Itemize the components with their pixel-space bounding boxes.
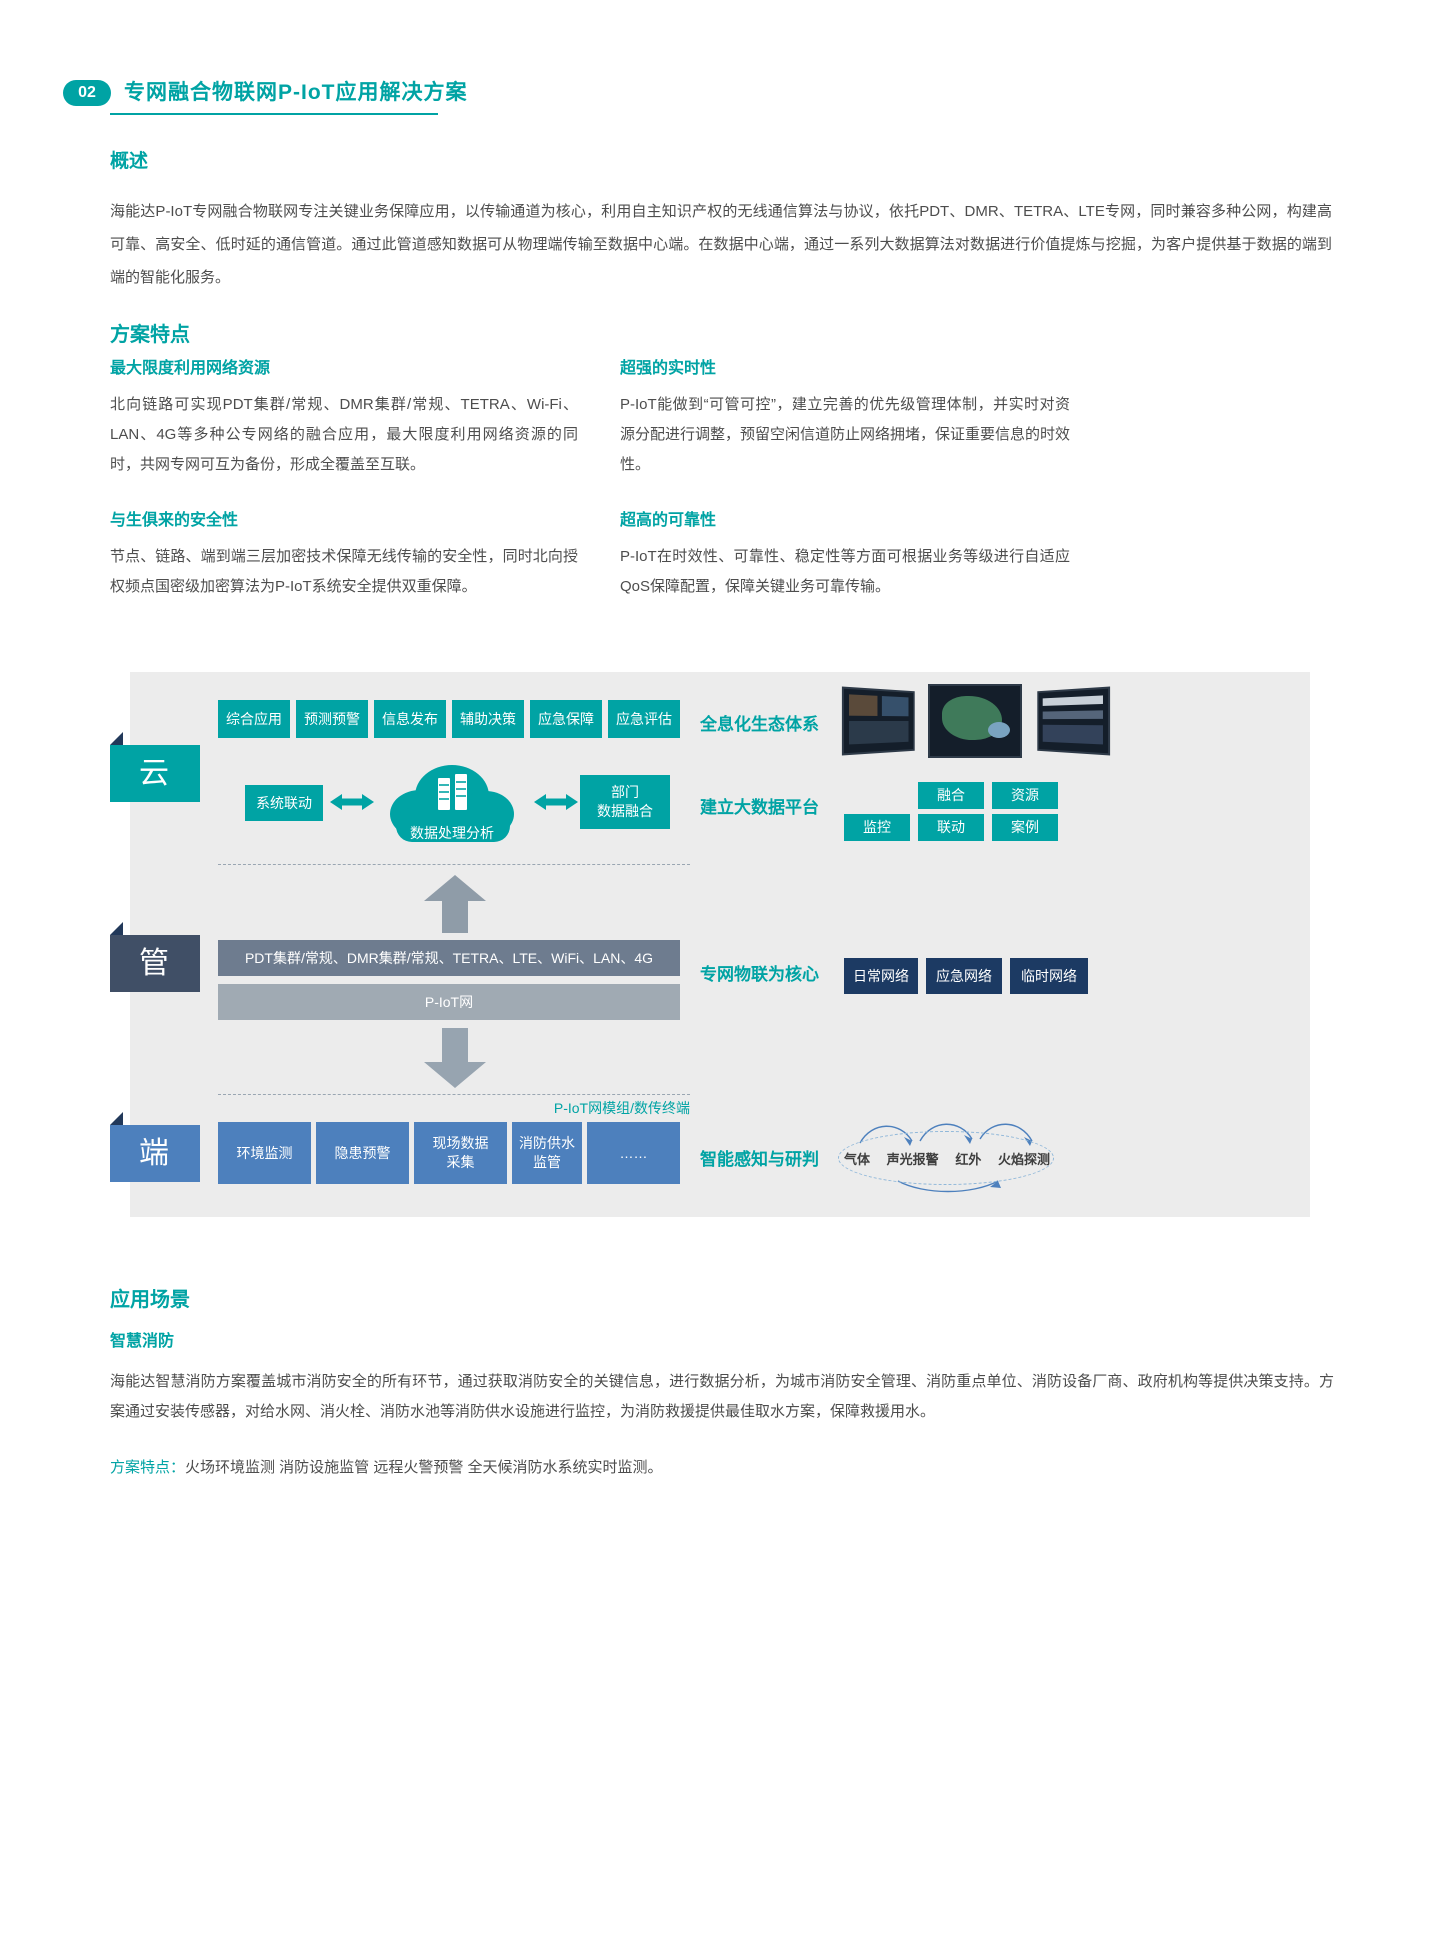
core-network-label: 专网物联为核心 <box>700 965 819 984</box>
network-protocols-bar: PDT集群/常规、DMR集群/常规、TETRA、LTE、WiFi、LAN、4G <box>218 940 680 976</box>
data-processing-label: 数据处理分析 <box>410 825 494 841</box>
feature-security: 与生俱来的安全性 节点、链路、端到端三层加密技术保障无线传输的安全性，同时北向授… <box>110 506 578 602</box>
sensor-label: 火焰探测 <box>997 1152 1050 1167</box>
cloud-app-box: 信息发布 <box>374 700 446 738</box>
monitor-screens <box>840 680 1112 764</box>
layer-divider <box>218 864 690 865</box>
network-type-box: 日常网络 <box>844 958 918 994</box>
cloud-shape <box>390 765 514 842</box>
feature-title: 超强的实时性 <box>620 360 717 377</box>
cloud-app-box: 综合应用 <box>218 700 290 738</box>
page-title: 专网融合物联网P-IoT应用解决方案 <box>124 81 468 104</box>
cloud-app-box: 辅助决策 <box>452 700 524 738</box>
scenario-feature-text: 火场环境监测 消防设施监管 远程火警预警 全天候消防水系统实时监测。 <box>185 1459 663 1476</box>
network-type-box: 临时网络 <box>1010 958 1088 994</box>
dept-data-fusion-box: 部门 数据融合 <box>580 775 670 829</box>
scenario-feature-label: 方案特点： <box>110 1459 186 1476</box>
bigdata-platform-label: 建立大数据平台 <box>700 798 819 817</box>
layer-tab-edge: 端 <box>110 1112 200 1182</box>
monitor-center <box>928 684 1022 758</box>
feature-network-resources: 最大限度利用网络资源 北向链路可实现PDT集群/常规、DMR集群/常规、TETR… <box>110 354 578 480</box>
double-arrow-icon <box>330 794 374 810</box>
layer-divider <box>218 1094 690 1095</box>
bigdata-box: 联动 <box>918 814 984 841</box>
features-grid: 最大限度利用网络资源 北向链路可实现PDT集群/常规、DMR集群/常规、TETR… <box>110 354 1070 602</box>
features-heading: 方案特点 <box>110 324 190 346</box>
server-icon <box>438 774 467 810</box>
edge-app-box: 现场数据 采集 <box>414 1122 507 1184</box>
feature-realtime: 超强的实时性 P-IoT能做到“可管可控”，建立完善的优先级管理体制，并实时对资… <box>620 354 1070 480</box>
feature-body: P-IoT能做到“可管可控”，建立完善的优先级管理体制，并实时对资源分配进行调整… <box>620 396 1071 473</box>
double-arrow-icon <box>534 794 578 810</box>
network-type-box: 应急网络 <box>926 958 1002 994</box>
edge-app-box: …… <box>587 1122 680 1184</box>
cloud-app-box: 预测预警 <box>296 700 368 738</box>
edge-app-box: 隐患预警 <box>316 1122 409 1184</box>
edge-app-box: 环境监测 <box>218 1122 311 1184</box>
monitor-right <box>1037 686 1111 756</box>
scenario-smart-fire-heading: 智慧消防 <box>110 1333 175 1350</box>
perception-label: 智能感知与研判 <box>700 1150 819 1169</box>
feature-title: 与生俱来的安全性 <box>110 512 239 529</box>
overview-heading: 概述 <box>110 151 149 172</box>
scenarios-heading: 应用场景 <box>110 1289 190 1311</box>
layer-tab-cloud: 云 <box>110 732 200 802</box>
overview-body: 海能达P-IoT专网融合物联网专注关键业务保障应用，以传输通道为核心，利用自主知… <box>110 203 1332 286</box>
sensor-label: 声光报警 <box>886 1152 939 1167</box>
piot-network-bar: P-IoT网 <box>218 984 680 1020</box>
piot-module-label: P-IoT网模组/数传终端 <box>553 1100 690 1116</box>
ecosystem-label: 全息化生态体系 <box>700 715 819 734</box>
sensor-ellipse <box>838 1131 1054 1185</box>
down-arrow-icon <box>424 1028 486 1088</box>
cloud-app-box: 应急评估 <box>608 700 680 738</box>
bigdata-box: 监控 <box>844 814 910 841</box>
feature-body: 节点、链路、端到端三层加密技术保障无线传输的安全性，同时北向授权频点国密级加密算… <box>110 548 578 595</box>
monitor-left <box>841 686 915 756</box>
feature-reliability: 超高的可靠性 P-IoT在时效性、可靠性、稳定性等方面可根据业务等级进行自适应Q… <box>620 506 1070 602</box>
sensor-label: 气体 <box>844 1152 871 1167</box>
data-processing-cloud: 数据处理分析 <box>376 752 528 852</box>
cloud-app-box: 应急保障 <box>530 700 602 738</box>
sensor-words: 气体 声光报警 红外 火焰探测 <box>844 1149 1050 1168</box>
feature-title: 最大限度利用网络资源 <box>110 360 271 377</box>
system-link-box: 系统联动 <box>245 785 323 821</box>
title-underline <box>110 113 438 115</box>
section-number-badge: 02 <box>63 80 111 106</box>
scenario-body: 海能达智慧消防方案覆盖城市消防安全的所有环节，通过获取消防安全的关键信息，进行数… <box>110 1373 1334 1420</box>
architecture-diagram: 云 管 端 综合应用 预测预警 信息发布 辅助决策 应急保障 应急评估 全息化生… <box>0 660 1440 1235</box>
bigdata-box: 案例 <box>992 814 1058 841</box>
sensor-label: 红外 <box>955 1152 982 1167</box>
bigdata-box: 资源 <box>992 782 1058 809</box>
up-arrow-icon <box>424 875 486 933</box>
feature-body: 北向链路可实现PDT集群/常规、DMR集群/常规、TETRA、Wi-Fi、LAN… <box>110 396 578 473</box>
feature-title: 超高的可靠性 <box>620 512 717 529</box>
layer-tab-pipe: 管 <box>110 922 200 992</box>
bigdata-box: 融合 <box>918 782 984 809</box>
scenario-feature-line: 方案特点：火场环境监测 消防设施监管 远程火警预警 全天候消防水系统实时监测。 <box>110 1456 663 1477</box>
edge-app-box: 消防供水 监管 <box>512 1122 582 1184</box>
sensor-group: 气体 声光报警 红外 火焰探测 <box>838 1115 1056 1195</box>
feature-body: P-IoT在时效性、可靠性、稳定性等方面可根据业务等级进行自适应QoS保障配置，… <box>620 548 1070 595</box>
